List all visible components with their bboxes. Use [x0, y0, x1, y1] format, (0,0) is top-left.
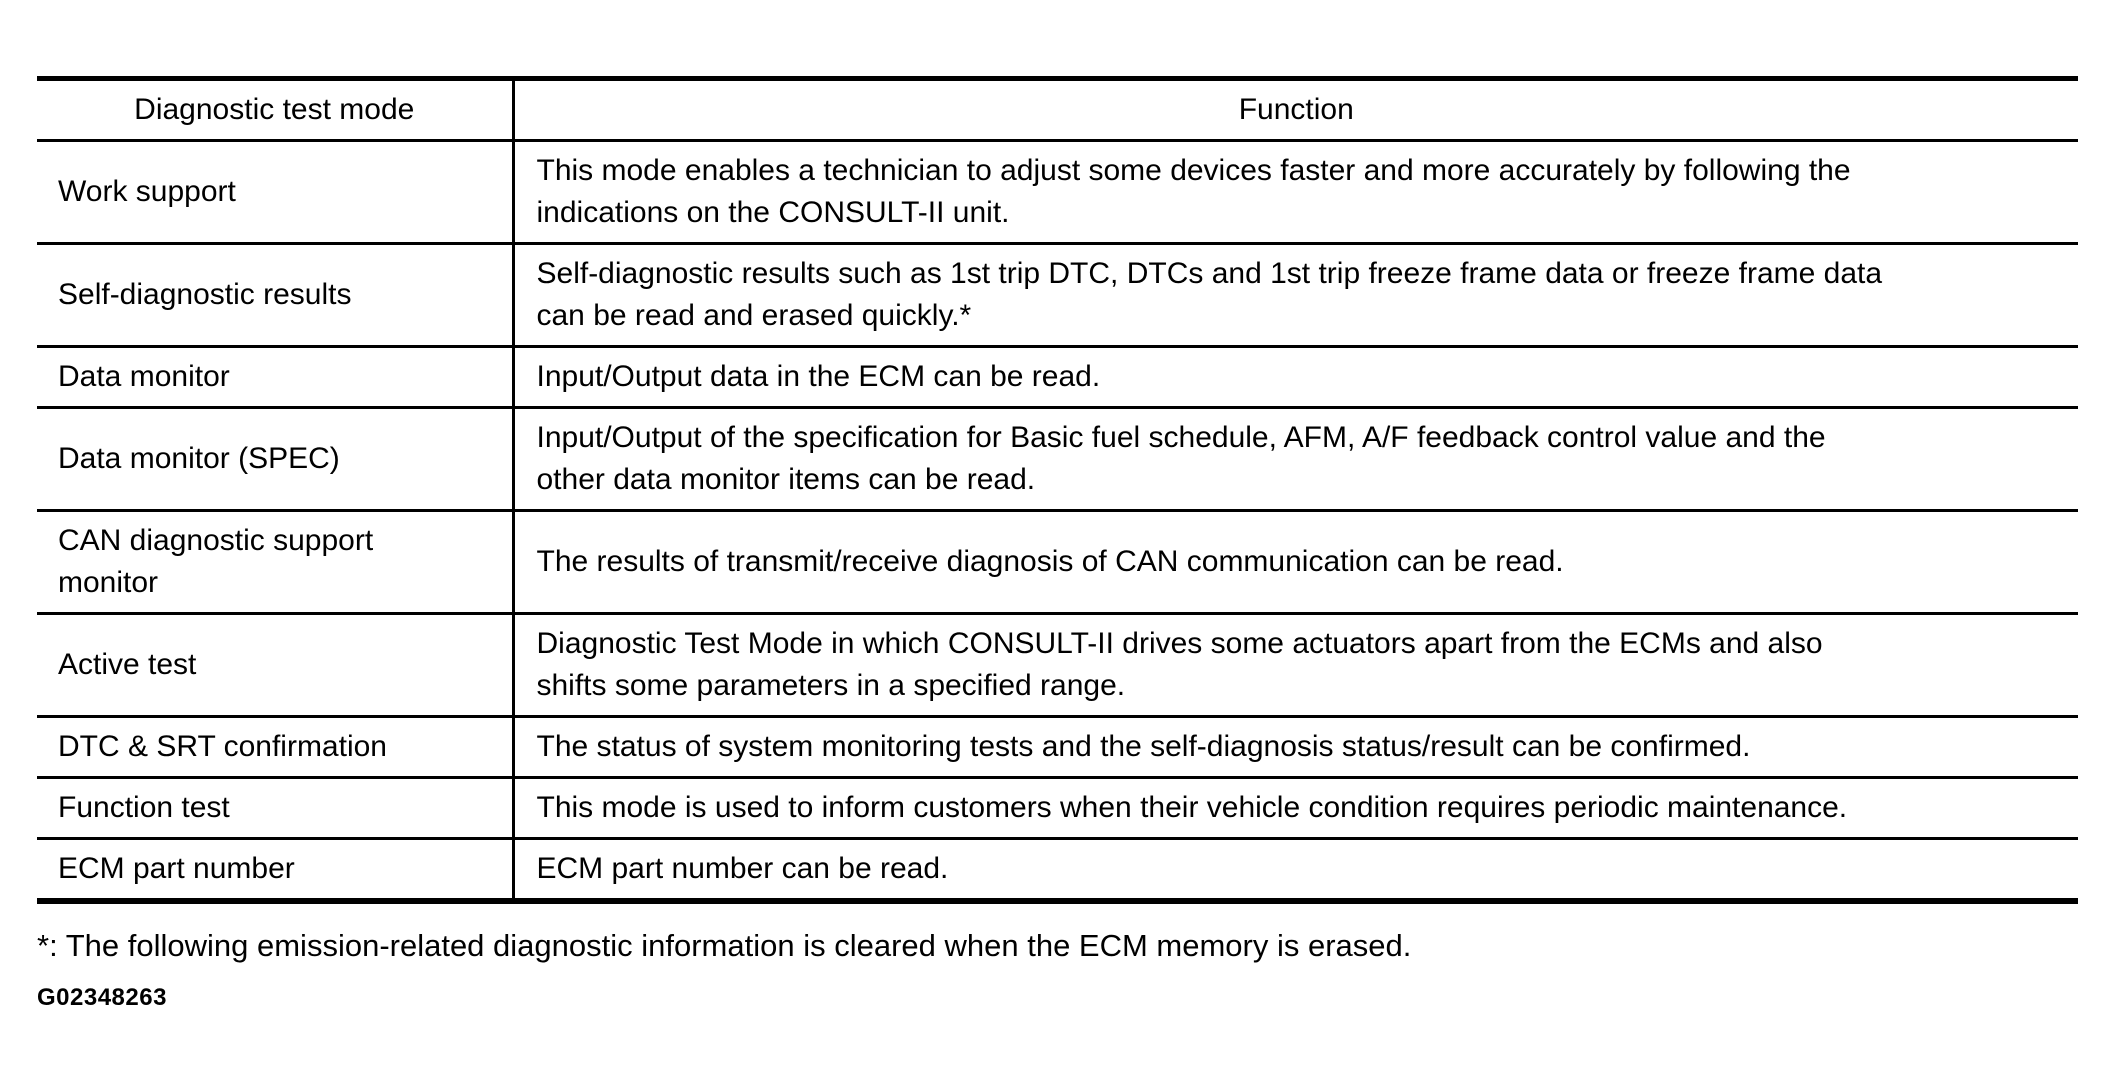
mode-line: Work support	[58, 175, 236, 208]
table-header-row: Diagnostic test mode Function	[37, 78, 2078, 142]
mode-cell: Work support	[37, 140, 515, 245]
function-line: The status of system monitoring tests an…	[536, 730, 1751, 763]
mode-cell: Data monitor (SPEC)	[37, 407, 515, 512]
function-cell: ECM part number can be read.	[513, 838, 2078, 901]
function-cell: The results of transmit/receive diagnosi…	[513, 510, 2078, 615]
mode-line: ECM part number	[58, 852, 295, 885]
function-line: The results of transmit/receive diagnosi…	[536, 545, 1564, 578]
function-line: Input/Output data in the ECM can be read…	[536, 360, 1101, 393]
function-cell: This mode is used to inform customers wh…	[513, 777, 2078, 840]
function-line: Input/Output of the specification for Ba…	[536, 421, 1826, 454]
function-line: can be read and erased quickly.*	[536, 299, 972, 332]
mode-line: Data monitor (SPEC)	[58, 442, 340, 475]
mode-line: CAN diagnostic support	[58, 524, 374, 557]
function-cell: Diagnostic Test Mode in which CONSULT-II…	[513, 613, 2078, 718]
function-line: This mode enables a technician to adjust…	[536, 154, 1851, 187]
table-row: Work support This mode enables a technic…	[37, 140, 2078, 245]
mode-cell: CAN diagnostic support monitor	[37, 510, 515, 615]
function-line: Diagnostic Test Mode in which CONSULT-II…	[536, 627, 1823, 660]
function-line: This mode is used to inform customers wh…	[536, 791, 1848, 824]
table-row: Data monitor (SPEC) Input/Output of the …	[37, 407, 2078, 512]
table-row: ECM part number ECM part number can be r…	[37, 838, 2078, 901]
table-row: Function test This mode is used to infor…	[37, 777, 2078, 840]
function-cell: The status of system monitoring tests an…	[513, 716, 2078, 779]
mode-cell: ECM part number	[37, 838, 515, 901]
footnote: *: The following emission-related diagno…	[37, 928, 1412, 963]
table-row: Active test Diagnostic Test Mode in whic…	[37, 613, 2078, 718]
figure-id: G02348263	[37, 984, 167, 1011]
diagnostic-test-mode-table: Diagnostic test mode Function Work suppo…	[37, 76, 2078, 904]
function-line: indications on the CONSULT-II unit.	[536, 196, 1010, 229]
function-line: ECM part number can be read.	[536, 852, 949, 885]
function-line: Self-diagnostic results such as 1st trip…	[536, 257, 1883, 290]
function-cell: Input/Output data in the ECM can be read…	[513, 346, 2078, 409]
header-function: Function	[513, 78, 2078, 142]
table-row: DTC & SRT confirmation The status of sys…	[37, 716, 2078, 779]
mode-cell: DTC & SRT confirmation	[37, 716, 515, 779]
function-cell: This mode enables a technician to adjust…	[513, 140, 2078, 245]
function-line: other data monitor items can be read.	[536, 463, 1036, 496]
mode-line: monitor	[58, 566, 159, 599]
mode-cell: Active test	[37, 613, 515, 718]
mode-line: Active test	[58, 648, 197, 681]
header-diagnostic-test-mode: Diagnostic test mode	[37, 78, 515, 142]
function-cell: Self-diagnostic results such as 1st trip…	[513, 243, 2078, 348]
function-line: shifts some parameters in a specified ra…	[536, 669, 1126, 702]
mode-line: DTC & SRT confirmation	[58, 730, 387, 763]
table-row: Self-diagnostic results Self-diagnostic …	[37, 243, 2078, 348]
table-row: Data monitor Input/Output data in the EC…	[37, 346, 2078, 409]
mode-cell: Data monitor	[37, 346, 515, 409]
mode-line: Function test	[58, 791, 230, 824]
table-body: Work support This mode enables a technic…	[37, 140, 2078, 901]
mode-line: Self-diagnostic results	[58, 278, 352, 311]
table-row: CAN diagnostic support monitor The result…	[37, 510, 2078, 615]
function-cell: Input/Output of the specification for Ba…	[513, 407, 2078, 512]
mode-cell: Self-diagnostic results	[37, 243, 515, 348]
mode-cell: Function test	[37, 777, 515, 840]
mode-line: Data monitor	[58, 360, 230, 393]
